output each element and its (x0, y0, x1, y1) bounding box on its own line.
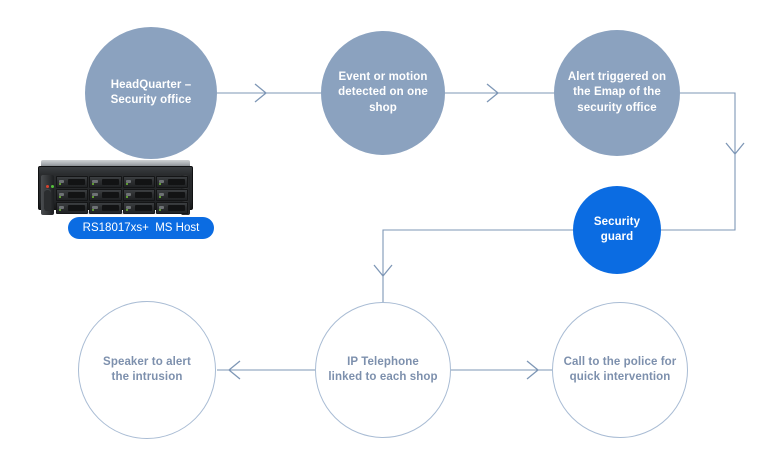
drive-bay (89, 202, 122, 214)
drive-bay (155, 176, 188, 188)
node-headquarter[interactable]: HeadQuarter –Security office (85, 27, 217, 159)
server-chassis-top (41, 160, 190, 167)
connector-alert-to-guard (661, 92, 745, 231)
server-status-led-green (51, 185, 54, 188)
drive-bay (89, 176, 122, 188)
server-chassis-body (38, 166, 193, 215)
server-left-ear (41, 175, 54, 215)
drive-bay (122, 176, 155, 188)
drive-bay (56, 176, 89, 188)
rackmount-nas-server-icon (38, 160, 193, 215)
connector-telephone-to-police (451, 360, 552, 380)
connector-telephone-to-speaker (217, 360, 315, 380)
connector-guard-to-telephone (373, 229, 573, 302)
drive-bay (155, 202, 188, 214)
server-model-label: RS18017xs+ MS Host (82, 222, 200, 234)
connector-hq-to-event (217, 83, 321, 103)
connector-event-to-alert (445, 83, 554, 103)
server-drive-bay-grid (56, 176, 188, 214)
drive-bay (56, 189, 89, 201)
server-status-led-red (46, 185, 49, 188)
node-headquarter-label: HeadQuarter –Security office (110, 78, 192, 106)
drive-bay (89, 189, 122, 201)
drive-bay (122, 189, 155, 201)
server-drop-shadow (44, 210, 189, 215)
server-model-badge: RS18017xs+ MS Host (68, 217, 214, 239)
drive-bay (122, 202, 155, 214)
drive-bay (56, 202, 89, 214)
drive-bay (155, 189, 188, 201)
